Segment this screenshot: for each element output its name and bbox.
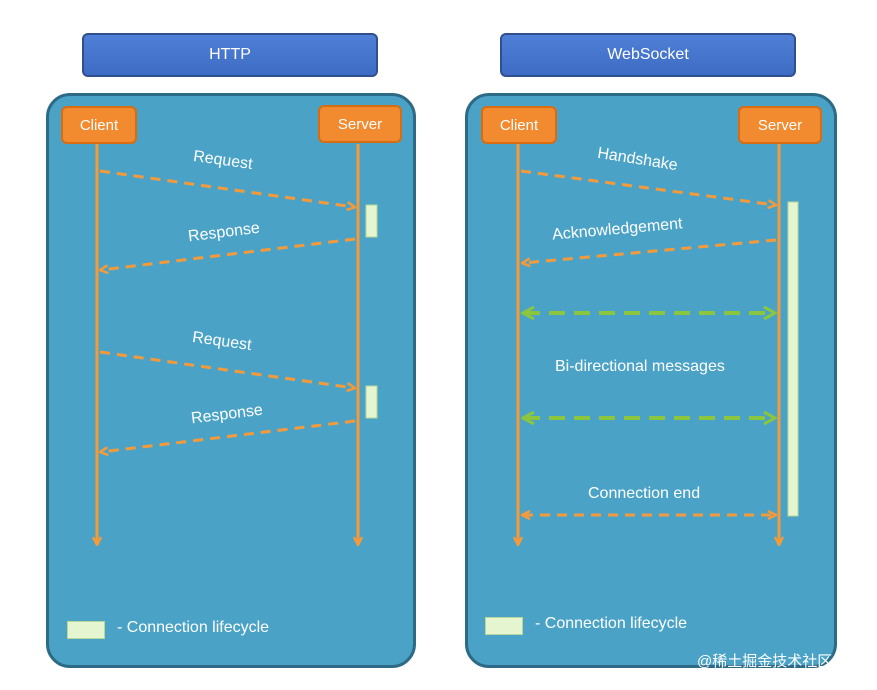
http-legend-swatch (67, 621, 105, 639)
websocket-title: WebSocket (500, 33, 796, 77)
ws-connection-end-label: Connection end (588, 485, 701, 502)
http-request-arrow-1 (99, 169, 354, 207)
websocket-panel (465, 93, 837, 668)
ws-legend-text: - Connection lifecycle (535, 615, 688, 632)
ws-bidir-label: Bi-directional messages (555, 358, 725, 375)
http-lifecycle-bar-2 (365, 385, 378, 419)
http-legend-text: - Connection lifecycle (117, 619, 270, 636)
http-lifecycle-bar-1 (365, 204, 378, 238)
http-title: HTTP (82, 33, 378, 77)
ws-server-actor: Server (738, 106, 822, 144)
http-panel (46, 93, 416, 668)
watermark: @稀土掘金技术社区 (697, 653, 833, 670)
http-server-actor: Server (318, 105, 402, 143)
http-response-arrow-1 (101, 237, 356, 270)
http-response-arrow-2 (101, 419, 356, 452)
ws-handshake-arrow (520, 169, 775, 205)
http-request-arrow-2 (99, 350, 354, 388)
ws-legend-swatch (485, 617, 523, 635)
ws-client-actor: Client (481, 106, 557, 144)
ws-lifecycle-bar (787, 201, 799, 517)
ws-ack-arrow (523, 238, 777, 263)
http-client-actor: Client (61, 106, 137, 144)
